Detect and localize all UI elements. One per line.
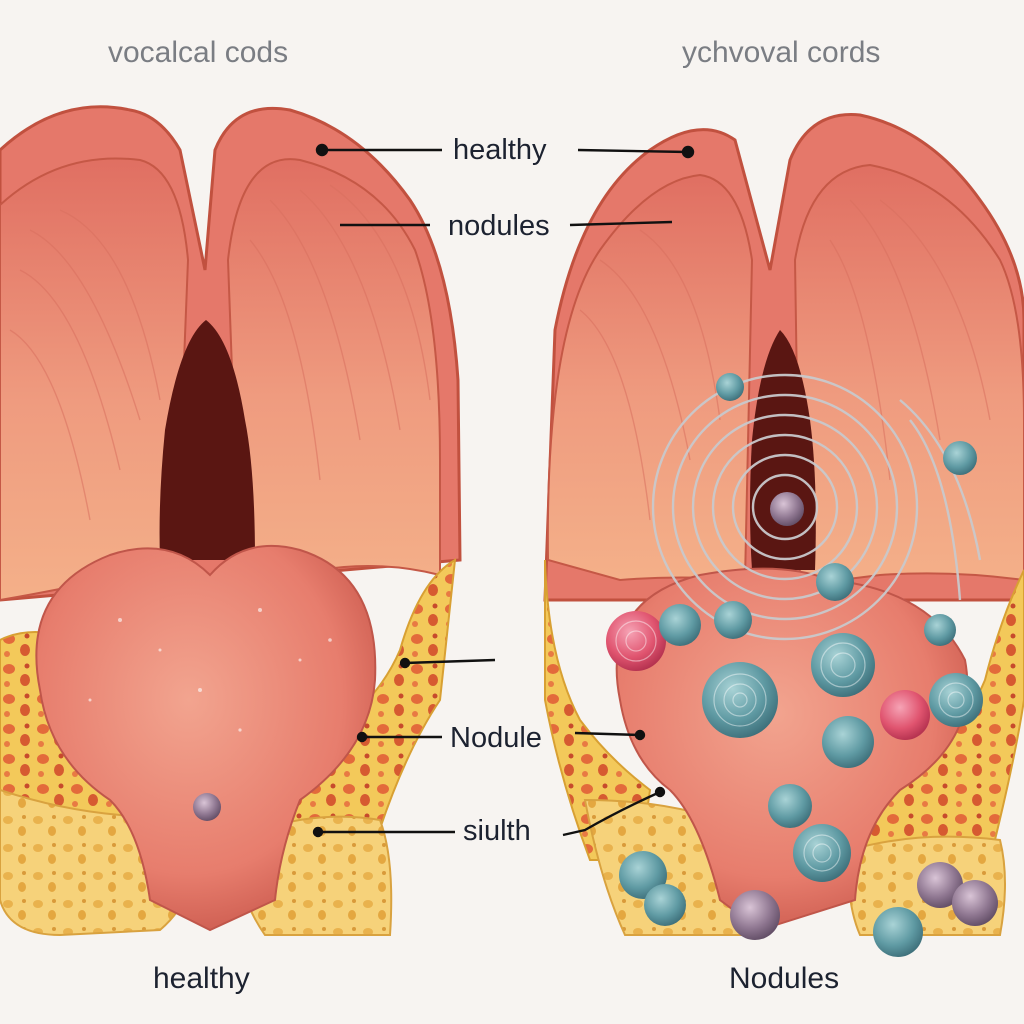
right-nodules-larynx	[543, 113, 1024, 957]
label-siulth: siulth	[463, 815, 531, 847]
label-healthy: healthy	[453, 134, 547, 166]
small-nodule-left	[193, 793, 221, 821]
nodule-cluster	[606, 373, 998, 957]
leader-lines	[312, 143, 695, 838]
left-panel-caption: healthy	[153, 962, 250, 995]
right-panel-title: ychvoval cords	[682, 36, 881, 69]
label-nodule: Nodule	[450, 722, 542, 754]
label-nodules: nodules	[448, 210, 550, 242]
left-healthy-larynx	[0, 105, 462, 937]
left-panel-title: vocalcal cods	[108, 36, 289, 69]
right-panel-caption: Nodules	[729, 962, 840, 995]
